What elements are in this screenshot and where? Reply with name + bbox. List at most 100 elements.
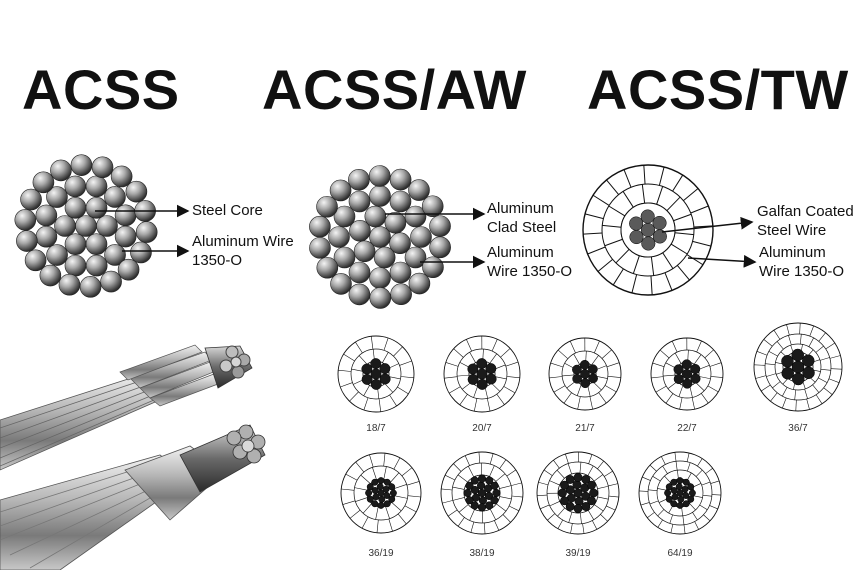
segment-divider [782, 387, 788, 397]
core-wire [361, 363, 373, 375]
segment-divider [699, 504, 708, 510]
layer-ring [451, 462, 513, 524]
core-wire [485, 363, 497, 375]
core-wire [673, 373, 684, 385]
layer-ring [561, 350, 609, 398]
size-label: 38/19 [469, 548, 495, 559]
segment-divider [577, 396, 581, 410]
core-wire [557, 488, 567, 498]
core-wire [652, 215, 667, 231]
segment-divider [695, 469, 703, 477]
core-wire [470, 501, 479, 510]
strand [368, 165, 391, 187]
segment-divider [697, 458, 703, 467]
layer-ring [353, 465, 409, 521]
layer-ring [546, 461, 610, 525]
segment-divider [506, 469, 517, 477]
strand [110, 165, 133, 188]
segment-divider [591, 355, 599, 366]
segment-divider [499, 459, 507, 469]
segment-divider [452, 486, 465, 490]
segment-divider [576, 384, 582, 396]
core-wire [581, 475, 591, 484]
core-wire [370, 358, 382, 370]
stranding-cross-section [753, 322, 843, 412]
segment-divider [547, 513, 556, 521]
core-wire [377, 477, 385, 485]
segment-divider [673, 213, 692, 222]
core-wire [379, 363, 391, 375]
segment-divider [469, 352, 476, 363]
core-wire [485, 476, 494, 485]
segment-divider [500, 348, 511, 358]
strand [429, 236, 451, 259]
stranding-cross-section [440, 451, 524, 535]
segment-divider [394, 495, 408, 499]
segment-divider [341, 488, 355, 491]
segment-divider [675, 461, 678, 471]
strand [389, 168, 412, 191]
core-wire [485, 501, 494, 510]
segment-divider [651, 376, 664, 379]
segment-divider [453, 348, 464, 358]
segment-divider [442, 500, 453, 504]
segment-divider [655, 385, 667, 393]
strand [46, 186, 68, 208]
segment-divider [557, 349, 569, 359]
segment-divider [444, 474, 456, 481]
segment-divider [496, 503, 507, 512]
segment-divider [640, 502, 650, 506]
segment-divider [666, 196, 681, 212]
segment-divider [600, 514, 608, 522]
strand [421, 195, 444, 218]
segment-divider [694, 521, 699, 530]
segment-divider [648, 489, 658, 492]
segment-divider [702, 494, 712, 497]
segment-divider [473, 386, 478, 398]
layer-ring [456, 348, 508, 400]
core-wire [802, 366, 815, 380]
acss-aw-core-callout: Aluminum Clad Steel [487, 199, 556, 237]
strand [348, 283, 371, 306]
acss-tw-wire-label-2: Wire 1350-O [759, 263, 845, 280]
strand [369, 185, 391, 207]
acss-tw-wire-callout: Aluminum Wire 1350-O [759, 243, 844, 281]
segment-divider [372, 467, 377, 480]
strand [54, 215, 76, 237]
segment-divider [664, 272, 673, 291]
segment-divider [582, 523, 585, 534]
strand [309, 215, 331, 238]
strand [24, 249, 47, 272]
segment-divider [489, 453, 494, 465]
core-wire [676, 477, 684, 485]
layer-ring [601, 183, 695, 277]
segment-divider [383, 337, 389, 351]
segment-divider [351, 368, 364, 372]
core-wire [366, 495, 374, 503]
segment-divider [597, 460, 604, 470]
segment-divider [349, 509, 361, 519]
segment-divider [565, 453, 569, 464]
segment-divider [760, 384, 771, 392]
core-wire [688, 489, 696, 497]
core-wire [467, 373, 479, 385]
core-wire [676, 501, 684, 509]
segment-divider [354, 487, 368, 491]
core-wire [629, 229, 644, 245]
core-wire [389, 489, 397, 497]
segment-divider [650, 275, 653, 295]
segment-divider [661, 456, 666, 465]
stranding-size-grid [337, 322, 843, 535]
segment-divider [491, 382, 501, 392]
segment-divider [677, 470, 679, 480]
core-wire [371, 500, 379, 508]
core-wire [573, 472, 583, 482]
segment-divider [549, 480, 560, 486]
layer-ring [662, 349, 712, 399]
core-wire [670, 487, 678, 494]
core-wire [673, 364, 684, 375]
segment-divider [587, 246, 606, 255]
segment-divider [592, 520, 598, 530]
segment-divider [345, 473, 358, 481]
stranding-cross-section [337, 335, 415, 413]
